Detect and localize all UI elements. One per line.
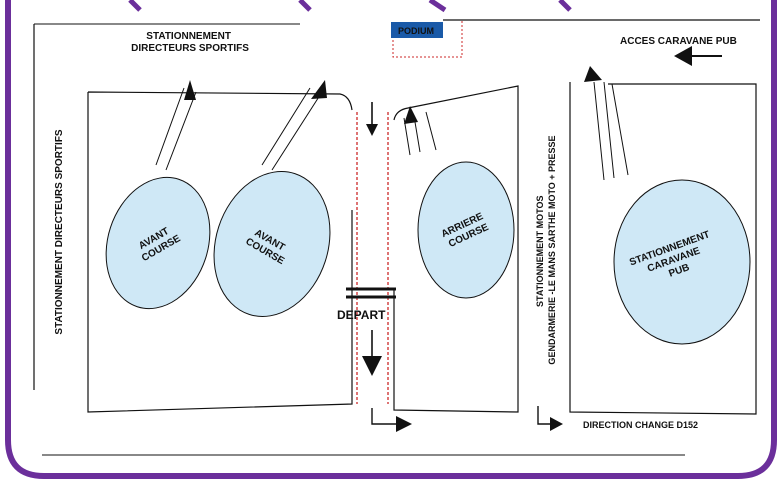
podium-label: PODIUM [398,26,434,36]
arrow-head [184,80,196,100]
arrow-head [584,66,602,82]
left-block [87,91,353,413]
arrow-head [404,106,418,124]
header-fragment [128,0,572,13]
zone-avant-course-2 [213,171,331,317]
stationnement-directeurs-top: STATIONNEMENT DIRECTEURS SPORTIFS [131,31,249,54]
zone-stationnement-caravane [613,179,751,345]
arrow-direction-change [537,406,552,425]
stationnement-directeurs-left: STATIONNEMENT DIRECTEURS SPORTIFS [54,129,65,335]
depart-label: DEPART [337,308,386,322]
direction-change-label: DIRECTION CHANGE D152 [583,420,698,430]
arrow-head [362,356,382,376]
arrow-exit-bottom [371,408,398,425]
exit-road-4 [593,81,629,181]
arrow-head [366,124,378,136]
center-block [393,85,519,413]
exit-road-2 [261,87,323,171]
stationnement-motos-label: STATIONNEMENT MOTOS GENDARMERIE -LE MANS… [535,135,557,364]
right-block [569,82,757,415]
arrow-head [311,80,327,99]
podium-area [392,20,463,58]
arrow-head [396,416,412,432]
arrow-head [550,417,563,431]
exit-road-1 [155,87,197,171]
arrow-head [674,46,692,66]
frame-border [5,0,777,479]
podium-box [391,22,443,38]
zone-arriere-course [417,161,515,299]
acces-caravane-label: ACCES CARAVANE PUB [620,36,737,47]
header-band [120,0,640,12]
zone-avant-course-1 [105,176,211,310]
